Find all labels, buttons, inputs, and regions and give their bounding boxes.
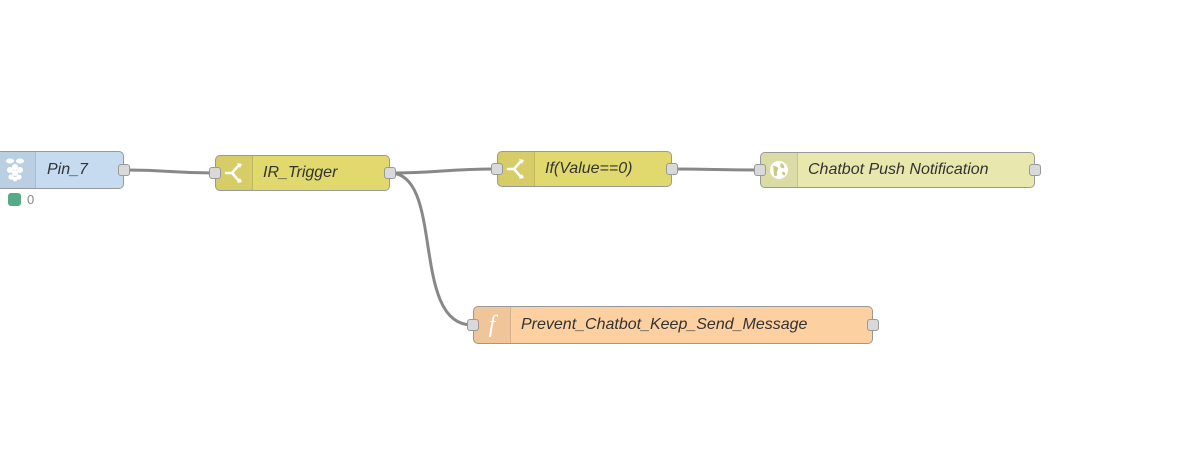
node-icon-area bbox=[216, 156, 253, 190]
node-label: Prevent_Chatbot_Keep_Send_Message bbox=[521, 316, 808, 333]
status-text: 0 bbox=[27, 192, 35, 207]
wire-if-value-to-chatbot[interactable] bbox=[671, 167, 760, 172]
node-prevent-chatbot-keep-send-message[interactable]: f Prevent_Chatbot_Keep_Send_Message bbox=[467, 306, 879, 344]
input-port[interactable] bbox=[467, 319, 479, 331]
raspberry-pi-icon bbox=[6, 158, 24, 182]
input-port[interactable] bbox=[754, 164, 766, 176]
switch-icon bbox=[506, 159, 524, 179]
node-chatbot-push-notification[interactable]: Chatbot Push Notification bbox=[754, 152, 1041, 188]
node-icon-area bbox=[0, 152, 36, 188]
node-icon-area bbox=[498, 152, 535, 186]
globe-icon bbox=[770, 161, 788, 179]
node-icon-area: f bbox=[474, 307, 511, 343]
status-dot bbox=[8, 193, 21, 206]
wire-ir-trigger-to-prevent[interactable] bbox=[389, 171, 473, 327]
output-port[interactable] bbox=[867, 319, 879, 331]
wire-ir-trigger-to-if-value[interactable] bbox=[389, 167, 497, 175]
node-ir-trigger[interactable]: IR_Trigger bbox=[209, 155, 396, 191]
output-port[interactable] bbox=[118, 164, 130, 176]
node-if-value[interactable]: If(Value==0) bbox=[491, 151, 678, 187]
node-status: 0 bbox=[8, 192, 34, 207]
output-port[interactable] bbox=[1029, 164, 1041, 176]
input-port[interactable] bbox=[209, 167, 221, 179]
node-icon-area bbox=[761, 153, 798, 187]
wire-pin7-to-ir-trigger[interactable] bbox=[123, 168, 215, 175]
svg-text:f: f bbox=[489, 312, 499, 338]
node-label: Chatbot Push Notification bbox=[808, 161, 989, 178]
input-port[interactable] bbox=[491, 163, 503, 175]
output-port[interactable] bbox=[666, 163, 678, 175]
node-label: If(Value==0) bbox=[545, 160, 633, 177]
node-label: IR_Trigger bbox=[263, 164, 338, 181]
node-pin7[interactable]: Pin_7 bbox=[0, 151, 130, 189]
output-port[interactable] bbox=[384, 167, 396, 179]
switch-icon bbox=[224, 163, 242, 183]
node-label: Pin_7 bbox=[47, 161, 88, 178]
function-icon: f bbox=[489, 312, 499, 338]
